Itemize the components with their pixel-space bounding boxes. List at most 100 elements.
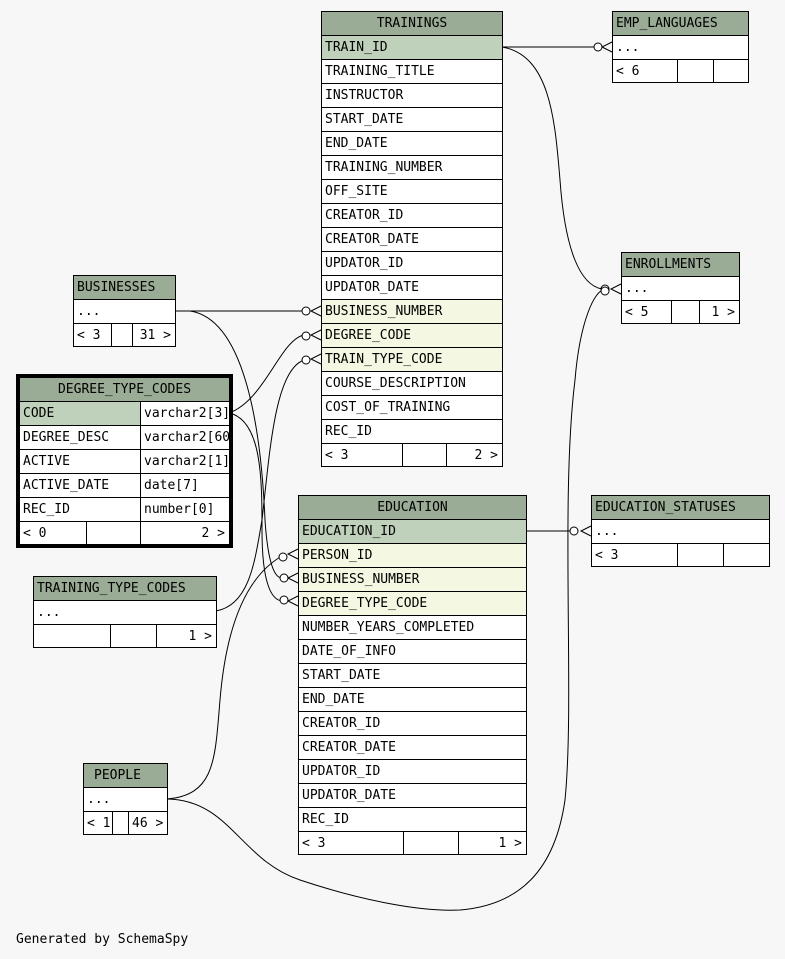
column[interactable]: CREATOR_DATE (297, 735, 528, 760)
parents-count[interactable] (33, 624, 111, 648)
column[interactable]: REC_ID (320, 419, 504, 444)
children-count[interactable]: 1 > (156, 624, 217, 648)
edge-businesses-education (189, 310, 283, 579)
column-type: date[7] (140, 473, 230, 498)
column[interactable]: END_DATE (320, 131, 504, 156)
table-people[interactable]: PEOPLE ... < 1 46 > (82, 763, 169, 835)
nav-spacer (111, 323, 133, 347)
nav-spacer (86, 521, 141, 545)
nav-spacer (110, 624, 157, 648)
table-training-type-codes[interactable]: TRAINING_TYPE_CODES ... 1 > (33, 576, 217, 648)
column[interactable]: COST_OF_TRAINING (320, 395, 504, 420)
column[interactable]: ACTIVE (19, 449, 141, 474)
table-title[interactable]: TRAINING_TYPE_CODES (33, 576, 217, 601)
generated-by-footer: Generated by SchemaSpy (16, 932, 189, 947)
edge-people-education (166, 555, 283, 800)
column-foreign-key[interactable]: DEGREE_CODE (320, 323, 504, 348)
column[interactable]: DEGREE_DESC (19, 425, 141, 450)
parents-count[interactable]: < 3 (73, 323, 112, 347)
columns-ellipsis[interactable]: ... (621, 276, 740, 301)
children-count[interactable]: 31 > (131, 323, 177, 347)
table-enrollments[interactable]: ENROLLMENTS ... < 5 1 > (621, 252, 740, 324)
column[interactable]: UPDATOR_DATE (320, 275, 504, 300)
parents-count[interactable]: < 1 (83, 811, 113, 835)
column-primary-key[interactable]: CODE (19, 401, 141, 426)
table-title[interactable]: BUSINESSES (72, 275, 177, 300)
table-trainings[interactable]: TRAININGS TRAIN_ID TRAINING_TITLE INSTRU… (320, 11, 504, 467)
column-foreign-key[interactable]: DEGREE_TYPE_CODE (297, 591, 528, 616)
table-title[interactable]: EDUCATION_STATUSES (591, 495, 770, 520)
column[interactable]: ACTIVE_DATE (19, 473, 141, 498)
children-count[interactable]: 2 > (140, 521, 230, 545)
column[interactable]: UPDATOR_ID (297, 759, 528, 784)
table-businesses[interactable]: BUSINESSES ... < 3 31 > (72, 275, 177, 347)
column[interactable]: REC_ID (297, 807, 528, 832)
nav-spacer (402, 443, 447, 467)
column[interactable]: NUMBER_YEARS_COMPLETED (297, 615, 528, 640)
columns-ellipsis[interactable]: ... (33, 600, 217, 625)
column-foreign-key[interactable]: BUSINESS_NUMBER (320, 299, 504, 324)
columns-ellipsis[interactable]: ... (591, 519, 770, 544)
column-primary-key[interactable]: TRAIN_ID (320, 35, 504, 60)
table-education[interactable]: EDUCATION EDUCATION_ID PERSON_ID BUSINES… (297, 495, 528, 855)
table-title[interactable]: PEOPLE (82, 763, 169, 788)
column-type: varchar2[1] (140, 449, 230, 474)
column[interactable]: START_DATE (320, 107, 504, 132)
parents-count[interactable]: < 0 (19, 521, 87, 545)
edge-people-enrollments (166, 289, 605, 911)
columns-ellipsis[interactable]: ... (72, 299, 177, 324)
column-foreign-key[interactable]: TRAIN_TYPE_CODE (320, 347, 504, 372)
columns-ellipsis[interactable]: ... (82, 787, 169, 812)
nav-spacer (677, 543, 724, 567)
column[interactable]: UPDATOR_ID (320, 251, 504, 276)
children-count[interactable] (723, 543, 770, 567)
edge-trainings-enrollments (501, 46, 603, 290)
table-title[interactable]: TRAININGS (320, 11, 504, 36)
column[interactable]: START_DATE (297, 663, 528, 688)
edge-degree-trainings (228, 334, 305, 414)
children-count[interactable]: 1 > (457, 831, 528, 855)
columns-ellipsis[interactable]: ... (612, 35, 749, 60)
column[interactable]: END_DATE (297, 687, 528, 712)
column[interactable]: COURSE_DESCRIPTION (320, 371, 504, 396)
nav-spacer (403, 831, 459, 855)
children-count[interactable]: 2 > (445, 443, 504, 467)
children-count[interactable] (713, 59, 749, 83)
children-count[interactable]: 1 > (699, 300, 740, 324)
children-count[interactable]: 46 > (127, 811, 169, 835)
column-foreign-key[interactable]: BUSINESS_NUMBER (297, 567, 528, 592)
column[interactable]: DATE_OF_INFO (297, 639, 528, 664)
column-type: number[0] (140, 497, 230, 522)
column[interactable]: CREATOR_ID (297, 711, 528, 736)
column[interactable]: OFF_SITE (320, 179, 504, 204)
nav-spacer (671, 300, 700, 324)
column[interactable]: REC_ID (19, 497, 141, 522)
table-education-statuses[interactable]: EDUCATION_STATUSES ... < 3 (591, 495, 770, 567)
parents-count[interactable]: < 6 (612, 59, 678, 83)
column[interactable]: TRAINING_TITLE (320, 59, 504, 84)
table-title[interactable]: ENROLLMENTS (621, 252, 740, 277)
table-emp-languages[interactable]: EMP_LANGUAGES ... < 6 (612, 11, 749, 83)
table-degree-type-codes[interactable]: DEGREE_TYPE_CODES CODE varchar2[3] DEGRE… (16, 374, 233, 548)
table-title[interactable]: EMP_LANGUAGES (612, 11, 749, 36)
column-foreign-key[interactable]: PERSON_ID (297, 543, 528, 568)
column[interactable]: CREATOR_ID (320, 203, 504, 228)
edge-traintype-trainings (215, 359, 305, 612)
column[interactable]: TRAINING_NUMBER (320, 155, 504, 180)
table-title[interactable]: EDUCATION (297, 495, 528, 520)
column[interactable]: CREATOR_DATE (320, 227, 504, 252)
parents-count[interactable]: < 3 (298, 831, 404, 855)
column-primary-key[interactable]: EDUCATION_ID (297, 519, 528, 544)
column[interactable]: UPDATOR_DATE (297, 783, 528, 808)
nav-spacer (677, 59, 714, 83)
table-title[interactable]: DEGREE_TYPE_CODES (19, 377, 230, 402)
column-type: varchar2[3] (140, 401, 230, 426)
column[interactable]: INSTRUCTOR (320, 83, 504, 108)
edge-degree-education (228, 412, 283, 602)
column-type: varchar2[60] (140, 425, 230, 450)
nav-spacer (112, 811, 129, 835)
parents-count[interactable]: < 3 (321, 443, 403, 467)
parents-count[interactable]: < 5 (621, 300, 672, 324)
parents-count[interactable]: < 3 (591, 543, 678, 567)
